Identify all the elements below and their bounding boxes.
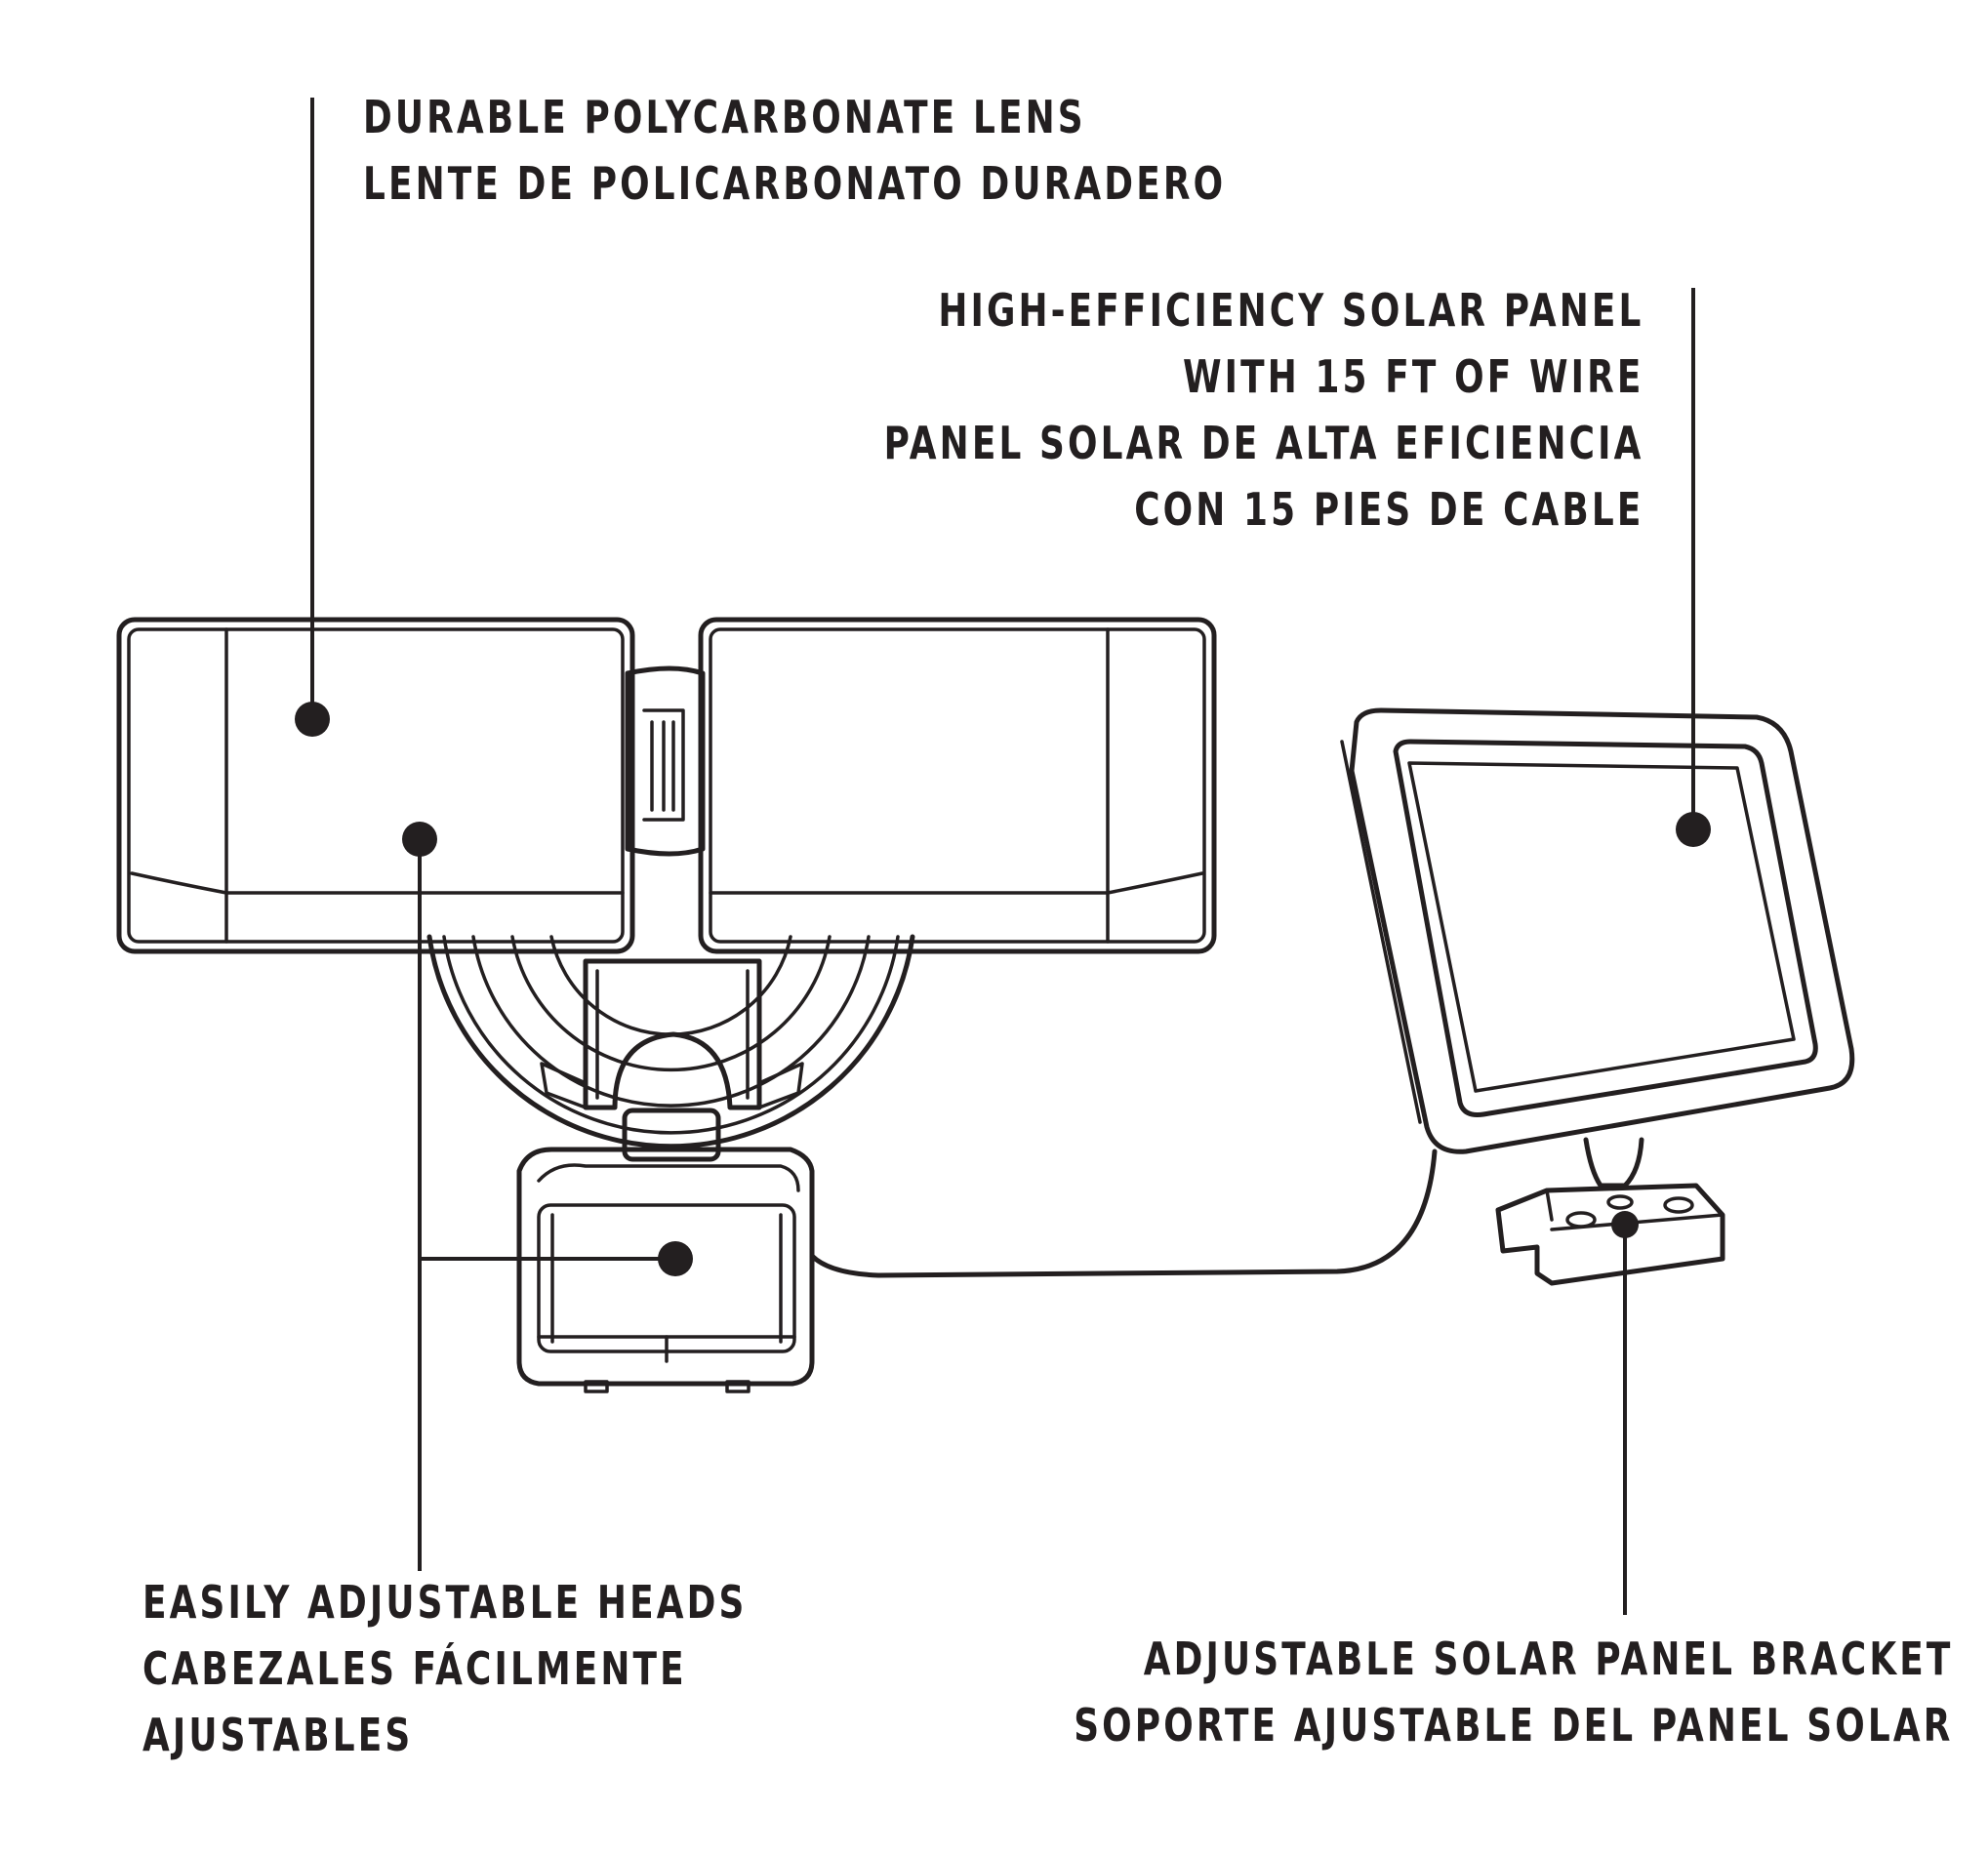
solar-panel-callout-line-3: PANEL SOLAR DE ALTA EFICIENCIA: [883, 417, 1643, 469]
leader-solar-panel: [1676, 288, 1711, 847]
heads-dot-sensor: [658, 1241, 693, 1276]
lens-callout-en: DURABLE POLYCARBONATE LENS: [363, 91, 1086, 143]
bracket-dot: [1611, 1211, 1639, 1238]
solar-panel-callout-line-4: CON 15 PIES DE CABLE: [1133, 483, 1643, 536]
heads-dot-upper: [402, 822, 437, 857]
leader-lens: [295, 98, 330, 737]
solar-panel-callout-line-1: HIGH-EFFICIENCY SOLAR PANEL: [937, 284, 1643, 337]
bracket-callout: ADJUSTABLE SOLAR PANEL BRACKET SOPORTE A…: [1074, 1626, 1953, 1758]
right-light-head: [698, 617, 1217, 954]
head-arm: [540, 958, 804, 1110]
solar-panel-callout-line-2: WITH 15 FT OF WIRE: [1182, 350, 1643, 403]
left-light-head: [116, 617, 635, 954]
leader-bracket: [1611, 1211, 1639, 1615]
mounting-plate: [426, 665, 915, 1149]
motion-sensor: [516, 1108, 815, 1393]
heads-callout-line-3: AJUSTABLES: [142, 1709, 414, 1761]
solar-panel-callout: HIGH-EFFICIENCY SOLAR PANEL WITH 15 FT O…: [883, 277, 1643, 543]
solar-panel: [1340, 707, 1855, 1154]
lens-callout-es: LENTE DE POLICARBONATO DURADERO: [363, 157, 1227, 210]
bracket-callout-es: SOPORTE AJUSTABLE DEL PANEL SOLAR: [1073, 1699, 1953, 1752]
solar-bracket: [1495, 1137, 1725, 1286]
lens-callout: DURABLE POLYCARBONATE LENS LENTE DE POLI…: [363, 84, 1226, 217]
heads-callout-line-2: CABEZALES FÁCILMENTE: [142, 1642, 687, 1695]
heads-callout-line-1: EASILY ADJUSTABLE HEADS: [142, 1576, 748, 1629]
solar-wire: [809, 1149, 1438, 1278]
heads-callout: EASILY ADJUSTABLE HEADS CABEZALES FÁCILM…: [142, 1569, 747, 1768]
bracket-callout-en: ADJUSTABLE SOLAR PANEL BRACKET: [1143, 1632, 1953, 1685]
lens-dot: [295, 702, 330, 737]
leader-heads: [402, 822, 693, 1571]
solar-panel-dot: [1676, 812, 1711, 847]
